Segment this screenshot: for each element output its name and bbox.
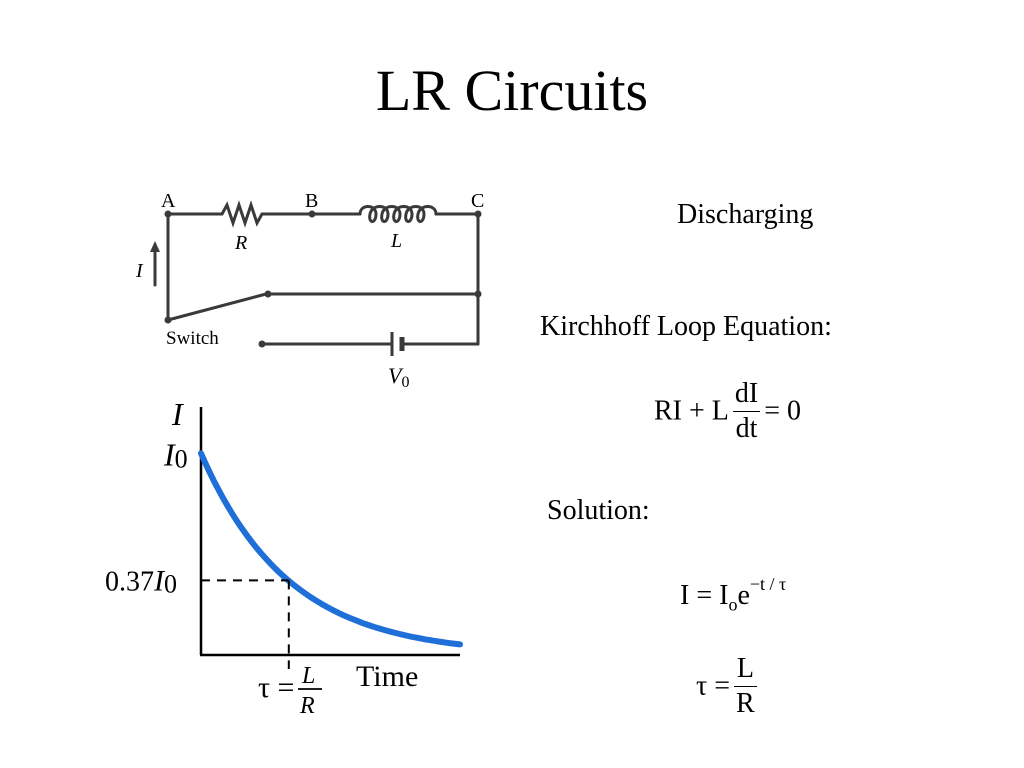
node-a-label: A: [161, 190, 176, 212]
tau-fraction-denominator: R: [736, 688, 755, 719]
loop-equation-right: = 0: [764, 395, 802, 427]
node-b-label: B: [305, 190, 318, 212]
marker-x-label-numerator: L: [301, 663, 315, 689]
discharging-heading: Discharging: [677, 199, 814, 230]
node-c-label: C: [471, 190, 484, 212]
resistor-label: R: [234, 232, 247, 254]
slide-title: LR Circuits: [375, 58, 649, 123]
switch-label: Switch: [166, 328, 219, 349]
marker-x-label-denominator: R: [299, 693, 315, 719]
switch-open-contact-dot: [258, 340, 266, 348]
tau-fraction-numerator: L: [734, 655, 757, 687]
solution-equation: I = Ioe−t / τ: [680, 575, 786, 614]
kirchhoff-heading: Kirchhoff Loop Equation:: [540, 311, 832, 342]
switch-contact-dot: [264, 290, 272, 298]
marker-x-label-lhs: τ =: [258, 671, 294, 704]
loop-fraction-denominator: dt: [735, 413, 758, 444]
voltage-label: V0: [388, 363, 409, 391]
current-arrow-head: [150, 241, 160, 252]
inductor-coil: [358, 205, 438, 223]
solution-subscript: o: [728, 594, 738, 615]
loop-equation-left: RI + L: [654, 395, 729, 427]
x-axis-label: Time: [356, 660, 418, 693]
resistor-symbol: [220, 200, 264, 228]
current-label: I: [135, 260, 144, 282]
node-b-dot: [308, 210, 316, 218]
solution-exponent: −t / τ: [749, 573, 787, 594]
tau-lhs: τ =: [696, 670, 731, 702]
node-c-dot: [474, 210, 482, 218]
switch-lever: [166, 292, 268, 322]
solution-heading: Solution:: [547, 495, 650, 526]
solution-base: e: [737, 580, 750, 611]
inductor-label: L: [390, 230, 402, 252]
solution-lhs: I = I: [680, 580, 729, 611]
junction-dot: [474, 290, 482, 298]
y-tick-i0: I0: [163, 436, 188, 473]
marker-y-label: 0.37I0: [105, 564, 177, 598]
switch-pivot-dot: [164, 316, 172, 324]
y-axis-label: I: [171, 396, 184, 432]
loop-fraction-numerator: dI: [732, 380, 761, 412]
node-a-dot: [164, 210, 172, 218]
decay-curve: [198, 450, 463, 648]
